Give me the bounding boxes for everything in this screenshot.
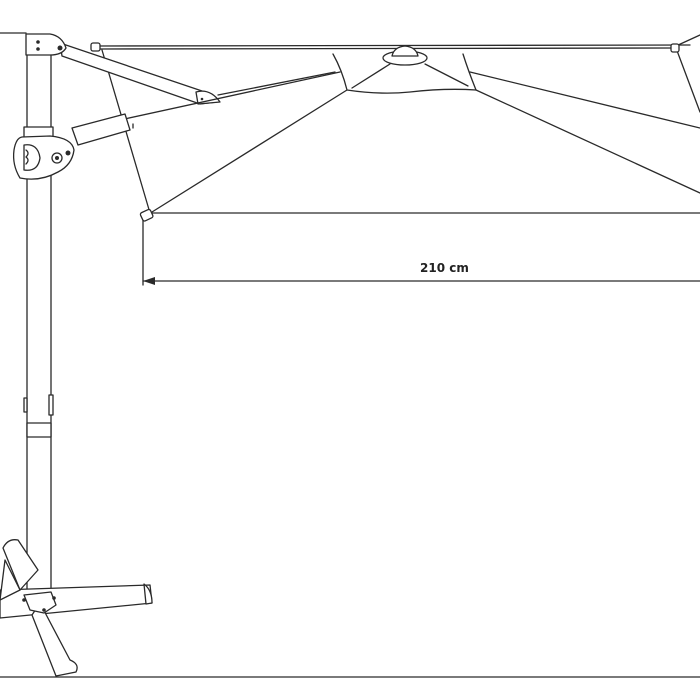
canopy bbox=[90, 34, 700, 286]
pole bbox=[12, 33, 75, 606]
lower-arm bbox=[71, 71, 341, 146]
cross-base bbox=[0, 539, 153, 677]
dimension-label: 210 cm bbox=[420, 261, 469, 275]
pole-top-cap bbox=[25, 33, 67, 56]
upper-strut bbox=[59, 42, 221, 105]
pole-clip bbox=[48, 394, 54, 416]
dimension-line bbox=[142, 277, 700, 285]
crank-housing bbox=[12, 135, 75, 180]
